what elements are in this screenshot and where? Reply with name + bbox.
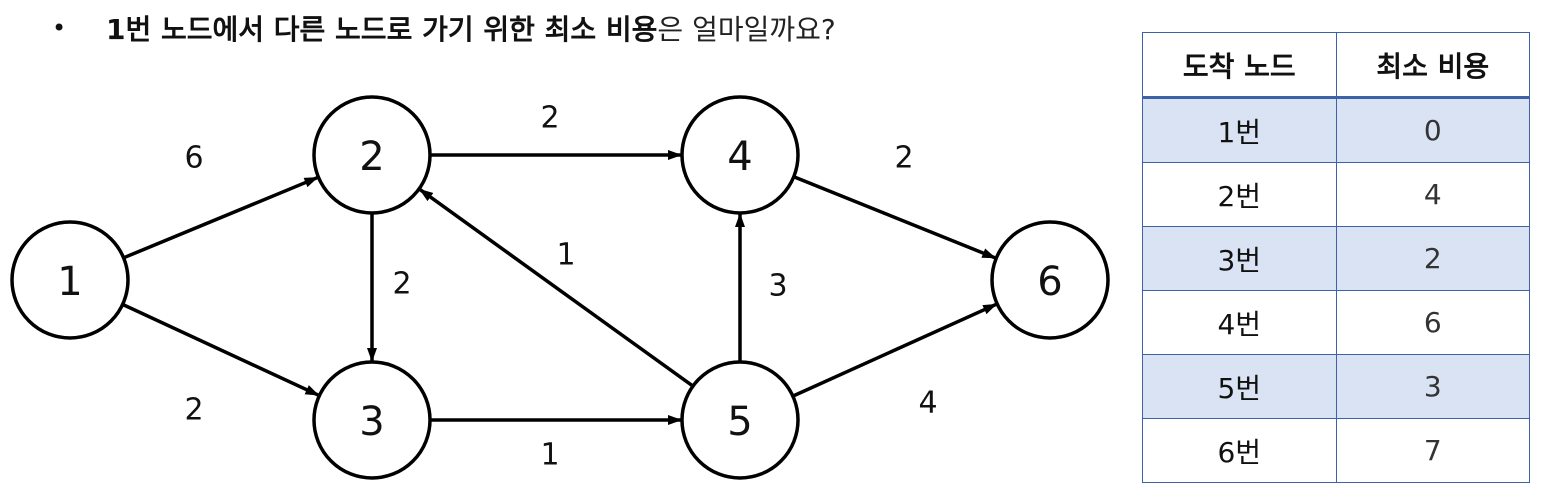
destination-cell: 3번 (1142, 226, 1337, 291)
cost-cell: 7 (1335, 418, 1530, 483)
edge-arrow-1-3 (121, 302, 320, 397)
graph-node-1: 1 (10, 220, 130, 340)
table-header-row: 도착 노드 최소 비용 (1142, 32, 1530, 99)
edge-arrow-5-6 (792, 302, 998, 398)
header-destination: 도착 노드 (1142, 32, 1337, 99)
graph-node-3: 3 (312, 360, 432, 480)
edge-weight-2-3: 2 (392, 267, 411, 302)
graph-node-5: 5 (680, 360, 800, 480)
destination-cell: 1번 (1142, 97, 1337, 163)
table-row: 3번 2 (1142, 226, 1530, 291)
node-label: 4 (727, 134, 752, 180)
question-rest: 은 얼마일까요? (657, 13, 836, 46)
node-circle (990, 220, 1110, 340)
cost-cell: 2 (1335, 226, 1530, 291)
node-circle (680, 95, 800, 215)
edge-weight-5-4: 3 (768, 269, 787, 304)
table-row: 6번 7 (1142, 418, 1530, 483)
graph-node-2: 2 (312, 95, 432, 215)
node-label: 6 (1037, 259, 1062, 305)
question-text: • 1번 노드에서 다른 노드로 가기 위한 최소 비용 은 얼마일까요? (52, 6, 836, 50)
node-label: 1 (57, 259, 82, 305)
edges-layer: 6 2 2 2 1 1 3 2 4 (121, 101, 998, 473)
cost-cell: 0 (1335, 97, 1530, 163)
node-label: 5 (727, 399, 752, 445)
edge-weight-5-2: 1 (556, 238, 575, 273)
destination-cell: 6번 (1142, 418, 1337, 483)
nodes-layer: 1 2 3 4 5 6 (10, 95, 1110, 480)
table-row: 1번 0 (1142, 97, 1530, 163)
edge-weight-3-5: 1 (540, 438, 559, 473)
node-label: 3 (359, 399, 384, 445)
edge-arrow-5-2 (418, 188, 694, 388)
node-label: 2 (359, 134, 384, 180)
destination-cell: 2번 (1142, 162, 1337, 227)
edge-weight-1-3: 2 (184, 393, 203, 428)
table-row: 4번 6 (1142, 290, 1530, 355)
question-bold: 1번 노드에서 다른 노드로 가기 위한 최소 비용 (106, 13, 658, 46)
destination-cell: 4번 (1142, 290, 1337, 355)
table-row: 5번 3 (1142, 354, 1530, 419)
graph-diagram: 6 2 2 2 1 1 3 2 4 1 2 3 4 5 6 (10, 95, 1110, 480)
bullet: • (52, 14, 67, 42)
node-circle (10, 220, 130, 340)
graph-node-6: 6 (990, 220, 1110, 340)
edge-arrow-1-2 (122, 175, 319, 260)
edge-weight-1-2: 6 (184, 141, 203, 176)
node-circle (680, 360, 800, 480)
edge-weight-5-6: 4 (918, 386, 937, 421)
cost-cell: 4 (1335, 162, 1530, 227)
cost-cell: 3 (1335, 354, 1530, 419)
edge-weight-4-6: 2 (894, 141, 913, 176)
header-min-cost: 최소 비용 (1335, 32, 1530, 99)
edge-arrow-4-6 (793, 175, 997, 260)
graph-node-4: 4 (680, 95, 800, 215)
cost-cell: 6 (1335, 290, 1530, 355)
cost-table: 도착 노드 최소 비용 1번 0 2번 4 3번 2 4번 6 5번 3 6번 … (1142, 32, 1530, 483)
node-circle (312, 360, 432, 480)
table-row: 2번 4 (1142, 162, 1530, 227)
destination-cell: 5번 (1142, 354, 1337, 419)
edge-weight-2-4: 2 (540, 101, 559, 136)
node-circle (312, 95, 432, 215)
